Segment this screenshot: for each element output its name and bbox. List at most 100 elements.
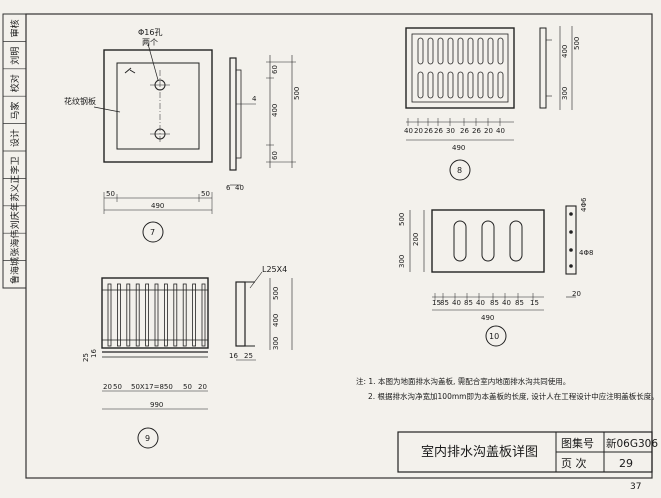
svg-text:500: 500: [272, 287, 280, 300]
svg-text:300: 300: [561, 87, 569, 100]
detail-10-marker: [485, 325, 507, 347]
svg-text:9: 9: [145, 434, 150, 443]
svg-text:16: 16: [229, 352, 238, 360]
side-stamp-cell: 马家: [9, 102, 21, 120]
dim-label: 26: [472, 127, 481, 135]
svg-text:16: 16: [90, 349, 98, 358]
angle-label: L25X4: [262, 265, 287, 274]
svg-text:10: 10: [489, 332, 499, 341]
slot: [427, 37, 434, 65]
dim-label: 40: [452, 299, 461, 307]
slot: [417, 37, 424, 65]
dim-label: 20: [414, 127, 423, 135]
note-1: 注: 1. 本图为地面排水沟盖板, 需配合室内地面排水沟共同使用。: [356, 376, 570, 386]
dim-label: 26: [424, 127, 433, 135]
dim-label: 85: [515, 299, 524, 307]
grate-bar: [154, 283, 159, 347]
grate-bar: [107, 283, 112, 347]
dim-label: 26: [460, 127, 469, 135]
page-label: 页 次: [561, 456, 587, 470]
slot: [447, 37, 454, 65]
atlas-value: 新06G306: [606, 437, 658, 450]
svg-text:50X17=850: 50X17=850: [131, 383, 173, 391]
title-block: 室内排水沟盖板详图 图集号 新06G306 页 次 29: [397, 431, 658, 473]
grate-bar: [117, 283, 121, 347]
atlas-label: 图集号: [561, 436, 594, 450]
plate-label: 花纹钢板: [64, 96, 96, 106]
dim-label: 85: [490, 299, 499, 307]
svg-text:50: 50: [106, 190, 115, 198]
side-stamp-cell: 苏义正: [9, 175, 21, 202]
hole-count: 两个: [142, 38, 158, 47]
slot: [497, 71, 504, 99]
svg-text:300: 300: [398, 255, 406, 268]
slot: [437, 37, 444, 65]
dim-label: 40: [502, 299, 511, 307]
grate-bar: [173, 283, 178, 347]
slot: [427, 71, 434, 99]
rebar-dot: [569, 230, 573, 234]
dim-label: 26: [434, 127, 443, 135]
svg-text:25: 25: [82, 353, 90, 362]
svg-text:300: 300: [272, 337, 280, 350]
side-stamp-cell: 刘庆年: [9, 202, 21, 229]
slot: [467, 37, 474, 65]
slot: [457, 37, 464, 65]
slot: [467, 71, 474, 99]
slot: [487, 37, 494, 65]
grate-bar: [145, 283, 150, 347]
detail-7-marker: [142, 221, 164, 243]
side-stamp-cell: 校对: [9, 74, 21, 92]
svg-text:40: 40: [235, 184, 244, 192]
side-stamp-cell: 张海伟: [9, 230, 21, 257]
svg-text:400: 400: [271, 104, 279, 117]
svg-text:400: 400: [561, 45, 569, 58]
side-stamp-cell: 鲁海城: [9, 257, 21, 284]
svg-text:4Φ8: 4Φ8: [579, 249, 593, 257]
rebar-dot: [569, 264, 573, 268]
side-stamp-cell: 李卫: [9, 156, 21, 174]
dim-label: 40: [496, 127, 505, 135]
note-2: 2. 根据排水沟净宽加100mm即为本盖板的长度, 设计人在工程设计中应注明盖板…: [368, 391, 659, 401]
svg-text:490: 490: [481, 314, 494, 322]
svg-text:500: 500: [293, 87, 301, 100]
detail-9-marker: [137, 427, 159, 449]
svg-text:500: 500: [398, 213, 406, 226]
svg-text:50: 50: [183, 383, 192, 391]
svg-text:20: 20: [103, 383, 112, 391]
grate-bar: [192, 283, 197, 347]
rebar-dot: [569, 248, 573, 252]
hole-label: Φ16孔: [138, 28, 162, 37]
grate-bar: [182, 283, 187, 347]
side-stamp-cell: 设计: [9, 129, 21, 147]
dim-label: 40: [476, 299, 485, 307]
svg-text:8: 8: [457, 166, 462, 175]
slot: [457, 71, 464, 99]
svg-text:490: 490: [452, 144, 465, 152]
grate-bar: [135, 283, 140, 347]
detail-9: 25 16 L25X4 16 25 500 400 300 20 50 50X1…: [82, 265, 293, 449]
dim-label: 15: [432, 299, 441, 307]
notes: 注: 1. 本图为地面排水沟盖板, 需配合室内地面排水沟共同使用。 2. 根据排…: [356, 376, 659, 401]
svg-text:60: 60: [271, 65, 279, 74]
dim-label: 15: [530, 299, 539, 307]
slot: [477, 37, 484, 65]
svg-text:400: 400: [272, 314, 280, 327]
svg-text:6: 6: [226, 184, 231, 192]
svg-text:25: 25: [244, 352, 253, 360]
grate-bar: [201, 283, 206, 347]
slot: [487, 71, 494, 99]
slot: [437, 71, 444, 99]
dim-label: 85: [464, 299, 473, 307]
grate-bar: [163, 283, 168, 347]
grate-bar: [126, 283, 131, 347]
drawing-title: 室内排水沟盖板详图: [421, 444, 538, 460]
slot: [477, 71, 484, 99]
svg-text:7: 7: [150, 228, 155, 237]
svg-text:500: 500: [573, 37, 581, 50]
slot: [417, 71, 424, 99]
